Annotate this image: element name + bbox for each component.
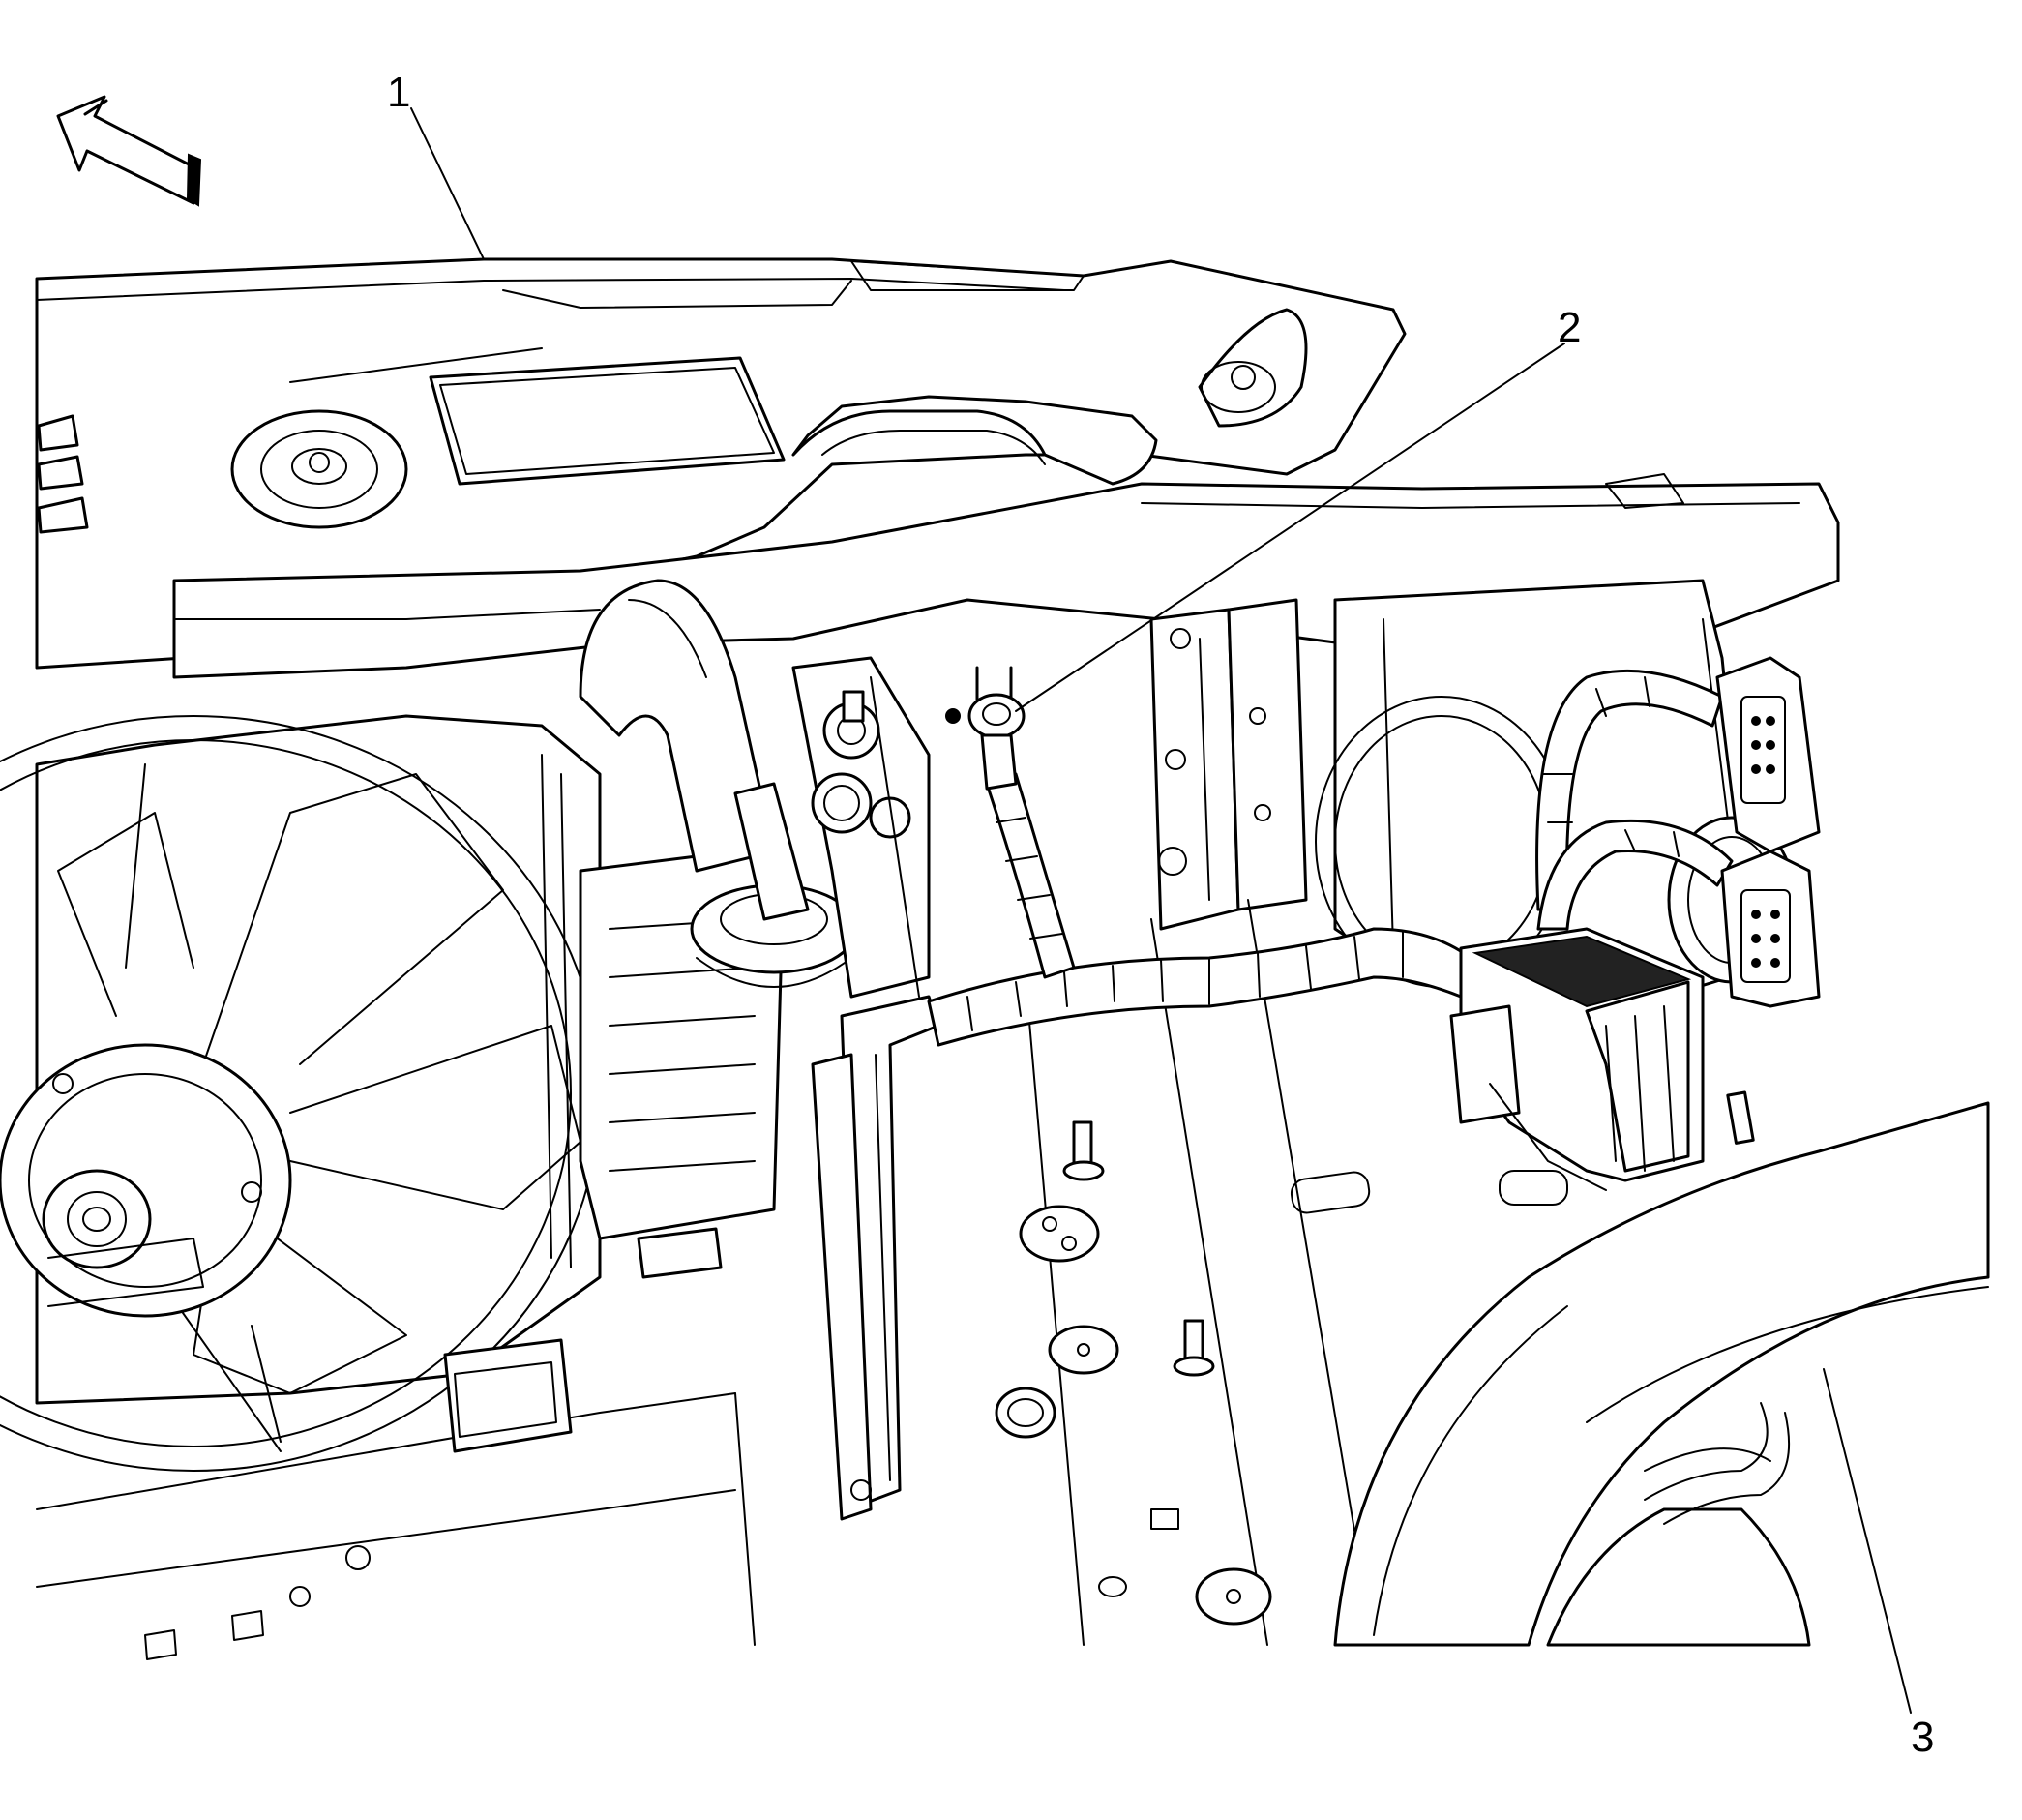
ac-line-fittings xyxy=(791,656,931,999)
lower-frame xyxy=(36,899,1755,1660)
center-strut xyxy=(1149,598,1308,931)
upper-radiator-hose xyxy=(579,579,858,988)
junction-block xyxy=(1449,927,1705,1191)
inner-fender xyxy=(1333,1101,1990,1647)
harness-connector-upper xyxy=(1715,656,1821,853)
harness-connector-lower xyxy=(1720,850,1821,1008)
harness-bracket xyxy=(811,995,940,1521)
ground-terminal xyxy=(945,666,1026,791)
forward-arrow-icon xyxy=(56,95,202,207)
cooling-fan xyxy=(0,714,602,1472)
callout-3: 3 xyxy=(1911,1714,1934,1761)
radiator-support-cover xyxy=(35,257,1840,679)
callout-2: 2 xyxy=(1558,304,1581,351)
leader-lines xyxy=(410,107,1912,1714)
callout-1: 1 xyxy=(387,69,410,116)
wiring-harness xyxy=(927,669,1791,1525)
